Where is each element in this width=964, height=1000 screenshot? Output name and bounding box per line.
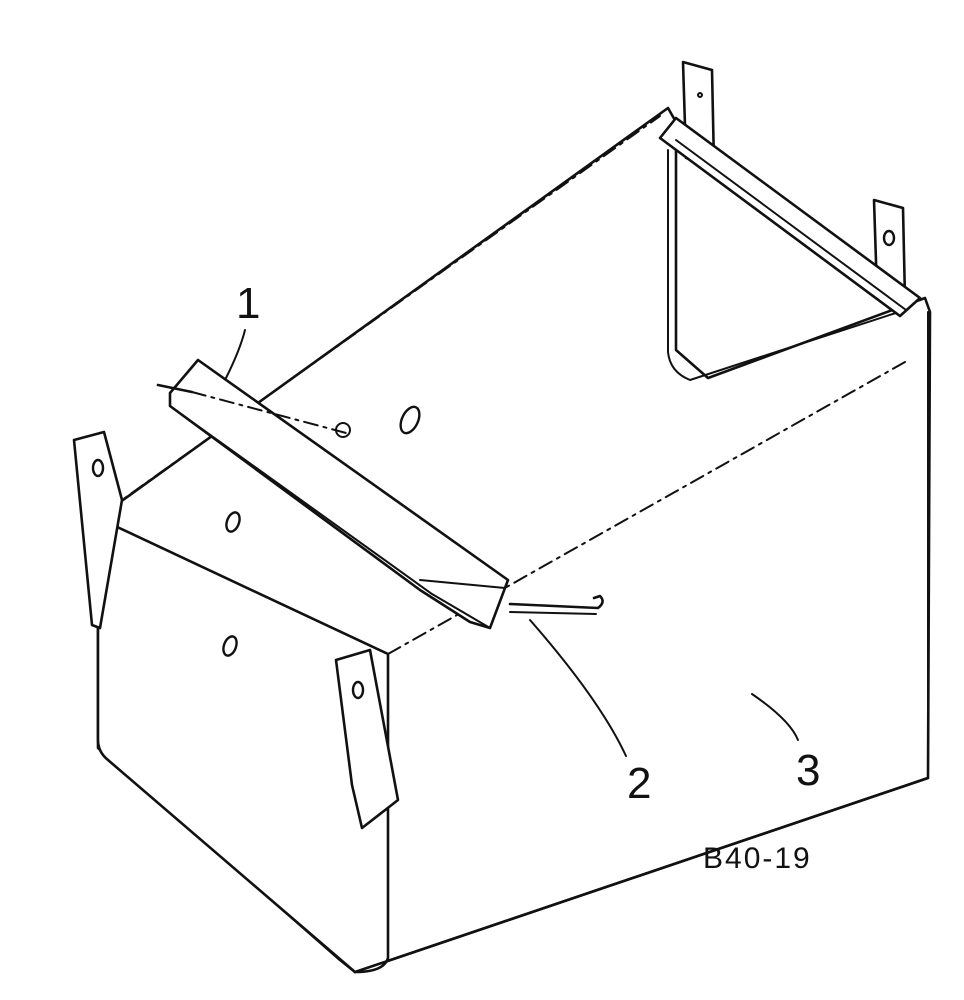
leader-line-3 — [751, 693, 799, 741]
front-right-mounting-tab — [334, 648, 400, 830]
clamp-bar — [168, 358, 510, 630]
leader-line-1 — [225, 329, 246, 379]
figure-reference: B40-19 — [703, 842, 812, 875]
leader-line-2 — [529, 619, 627, 757]
clamp-rod — [156, 383, 604, 615]
front-left-mounting-tab — [72, 430, 124, 630]
callout-3: 3 — [796, 746, 820, 795]
battery-tray-body — [96, 106, 932, 974]
callout-2: 2 — [627, 759, 651, 808]
callout-1: 1 — [236, 279, 260, 328]
tray-wall-holes — [222, 405, 421, 657]
